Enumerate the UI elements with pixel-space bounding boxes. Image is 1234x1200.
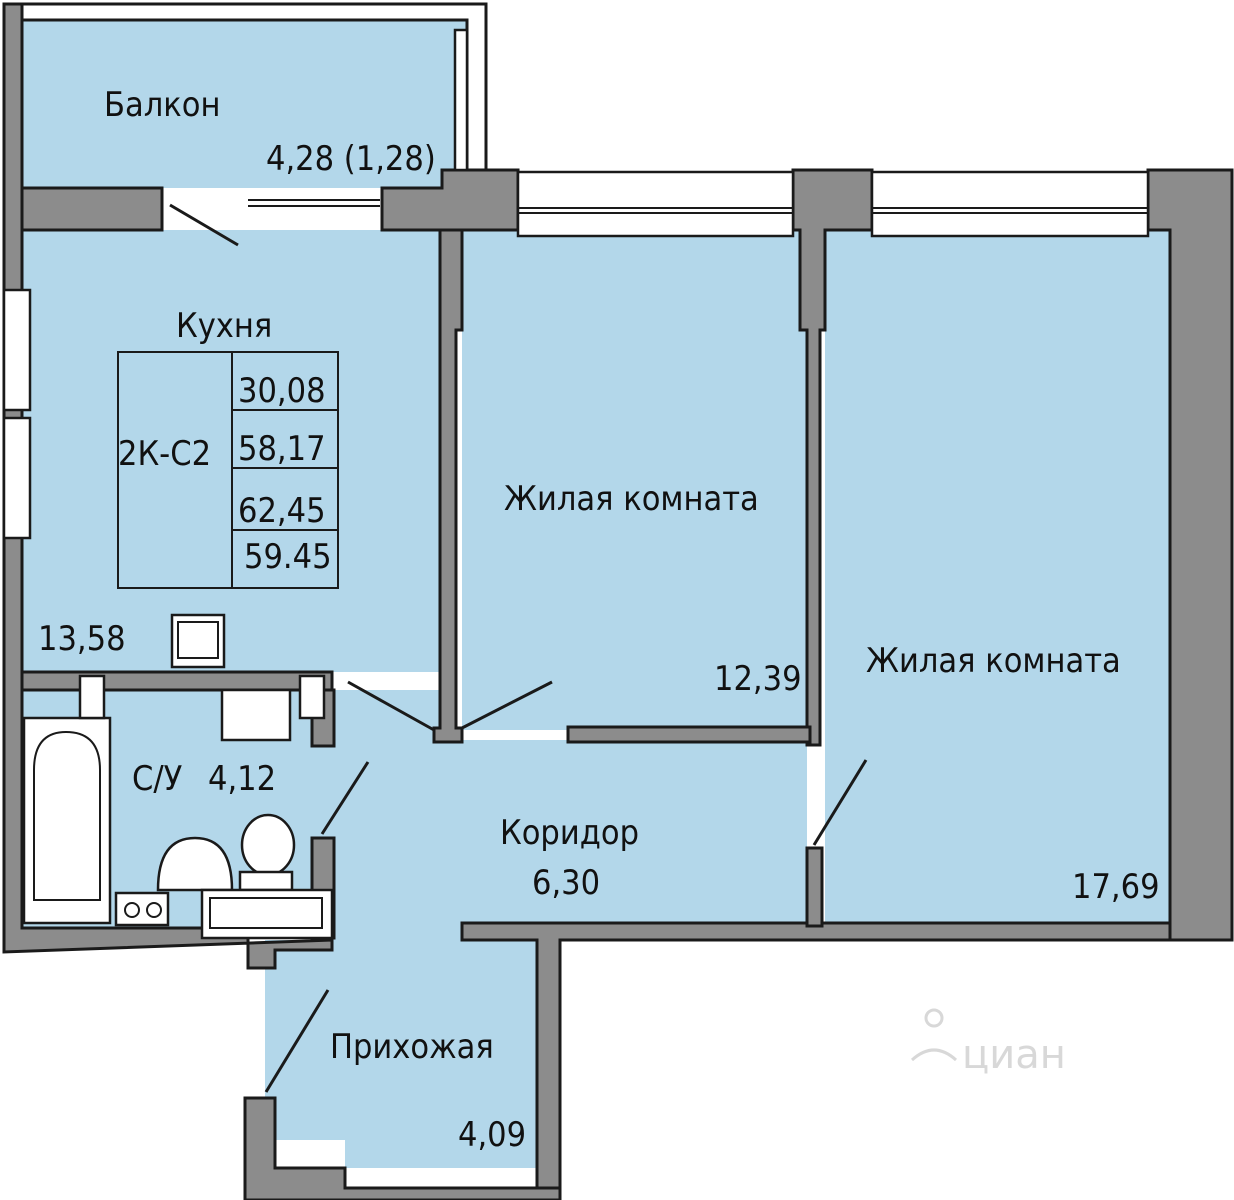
summary-value-3: 62,45 [238, 491, 326, 531]
kitchen-area: 13,58 [38, 619, 126, 659]
living-room-2-floor [825, 230, 1170, 923]
living1-door-left [347, 680, 435, 732]
washbasin [156, 836, 234, 892]
living2-corridor-wall [805, 846, 824, 928]
summary-value-1: 30,08 [238, 371, 326, 411]
summary-value-2: 58,17 [238, 429, 326, 469]
doors [169, 203, 868, 1093]
living-room-1-name: Жилая комната [504, 479, 759, 519]
window-living1 [516, 170, 795, 238]
hallway-bottom-wall [243, 1096, 562, 1200]
room-labels: Балкон 4,28 (1,28) Кухня 13,58 Жилая ком… [38, 85, 1160, 1155]
living1-corridor-wall [566, 725, 812, 744]
bathtub [22, 716, 112, 925]
window-living2 [870, 170, 1150, 238]
entrance-door [264, 989, 330, 1093]
hallway-floor-lower [265, 940, 537, 1168]
outer-wall-left [2, 2, 334, 970]
window-kitchen-upper [2, 288, 32, 412]
corridor-name: Коридор [500, 813, 639, 853]
living1-door-right [461, 680, 553, 730]
kitchen-bath-wall [20, 670, 334, 692]
living-room-1-floor [462, 230, 807, 730]
corridor-floor [332, 690, 807, 940]
living-room-2-area: 17,69 [1072, 867, 1160, 907]
hallway-area: 4,09 [458, 1115, 526, 1155]
window-balcony-right [453, 28, 469, 172]
summary-table: 2К-С2 30,08 58,17 62,45 59.45 [117, 351, 339, 589]
bathroom-area: 4,12 [208, 759, 276, 799]
living2-door [812, 759, 868, 846]
fixtures [22, 613, 334, 940]
bathroom-name: С/У [132, 759, 183, 799]
bathroom-door [320, 761, 370, 835]
hallway-name: Прихожая [330, 1027, 494, 1067]
balcony-area: 4,28 (1,28) [266, 139, 436, 179]
vent-left [78, 674, 106, 720]
watermark: циан [910, 1008, 1066, 1078]
water-heater [220, 688, 292, 742]
corridor-area: 6,30 [532, 863, 600, 903]
window-kitchen-lower [2, 416, 32, 540]
summary-value-4: 59.45 [244, 537, 332, 577]
balcony-door [169, 203, 239, 247]
toilet [240, 813, 296, 877]
living-room-1-area: 12,39 [714, 659, 802, 699]
watermark-text: циан [962, 1032, 1066, 1078]
balcony-floor [22, 20, 467, 188]
kitchen-name: Кухня [176, 306, 272, 346]
balcony-kitchen-wall [20, 186, 164, 232]
vent-right [298, 674, 326, 720]
living-room-2-name: Жилая комната [866, 641, 1121, 681]
balcony-name: Балкон [104, 85, 220, 125]
windows [2, 28, 1150, 540]
apartment-type: 2К-С2 [118, 434, 211, 474]
balcony-kitchen-wall-right [380, 168, 520, 232]
